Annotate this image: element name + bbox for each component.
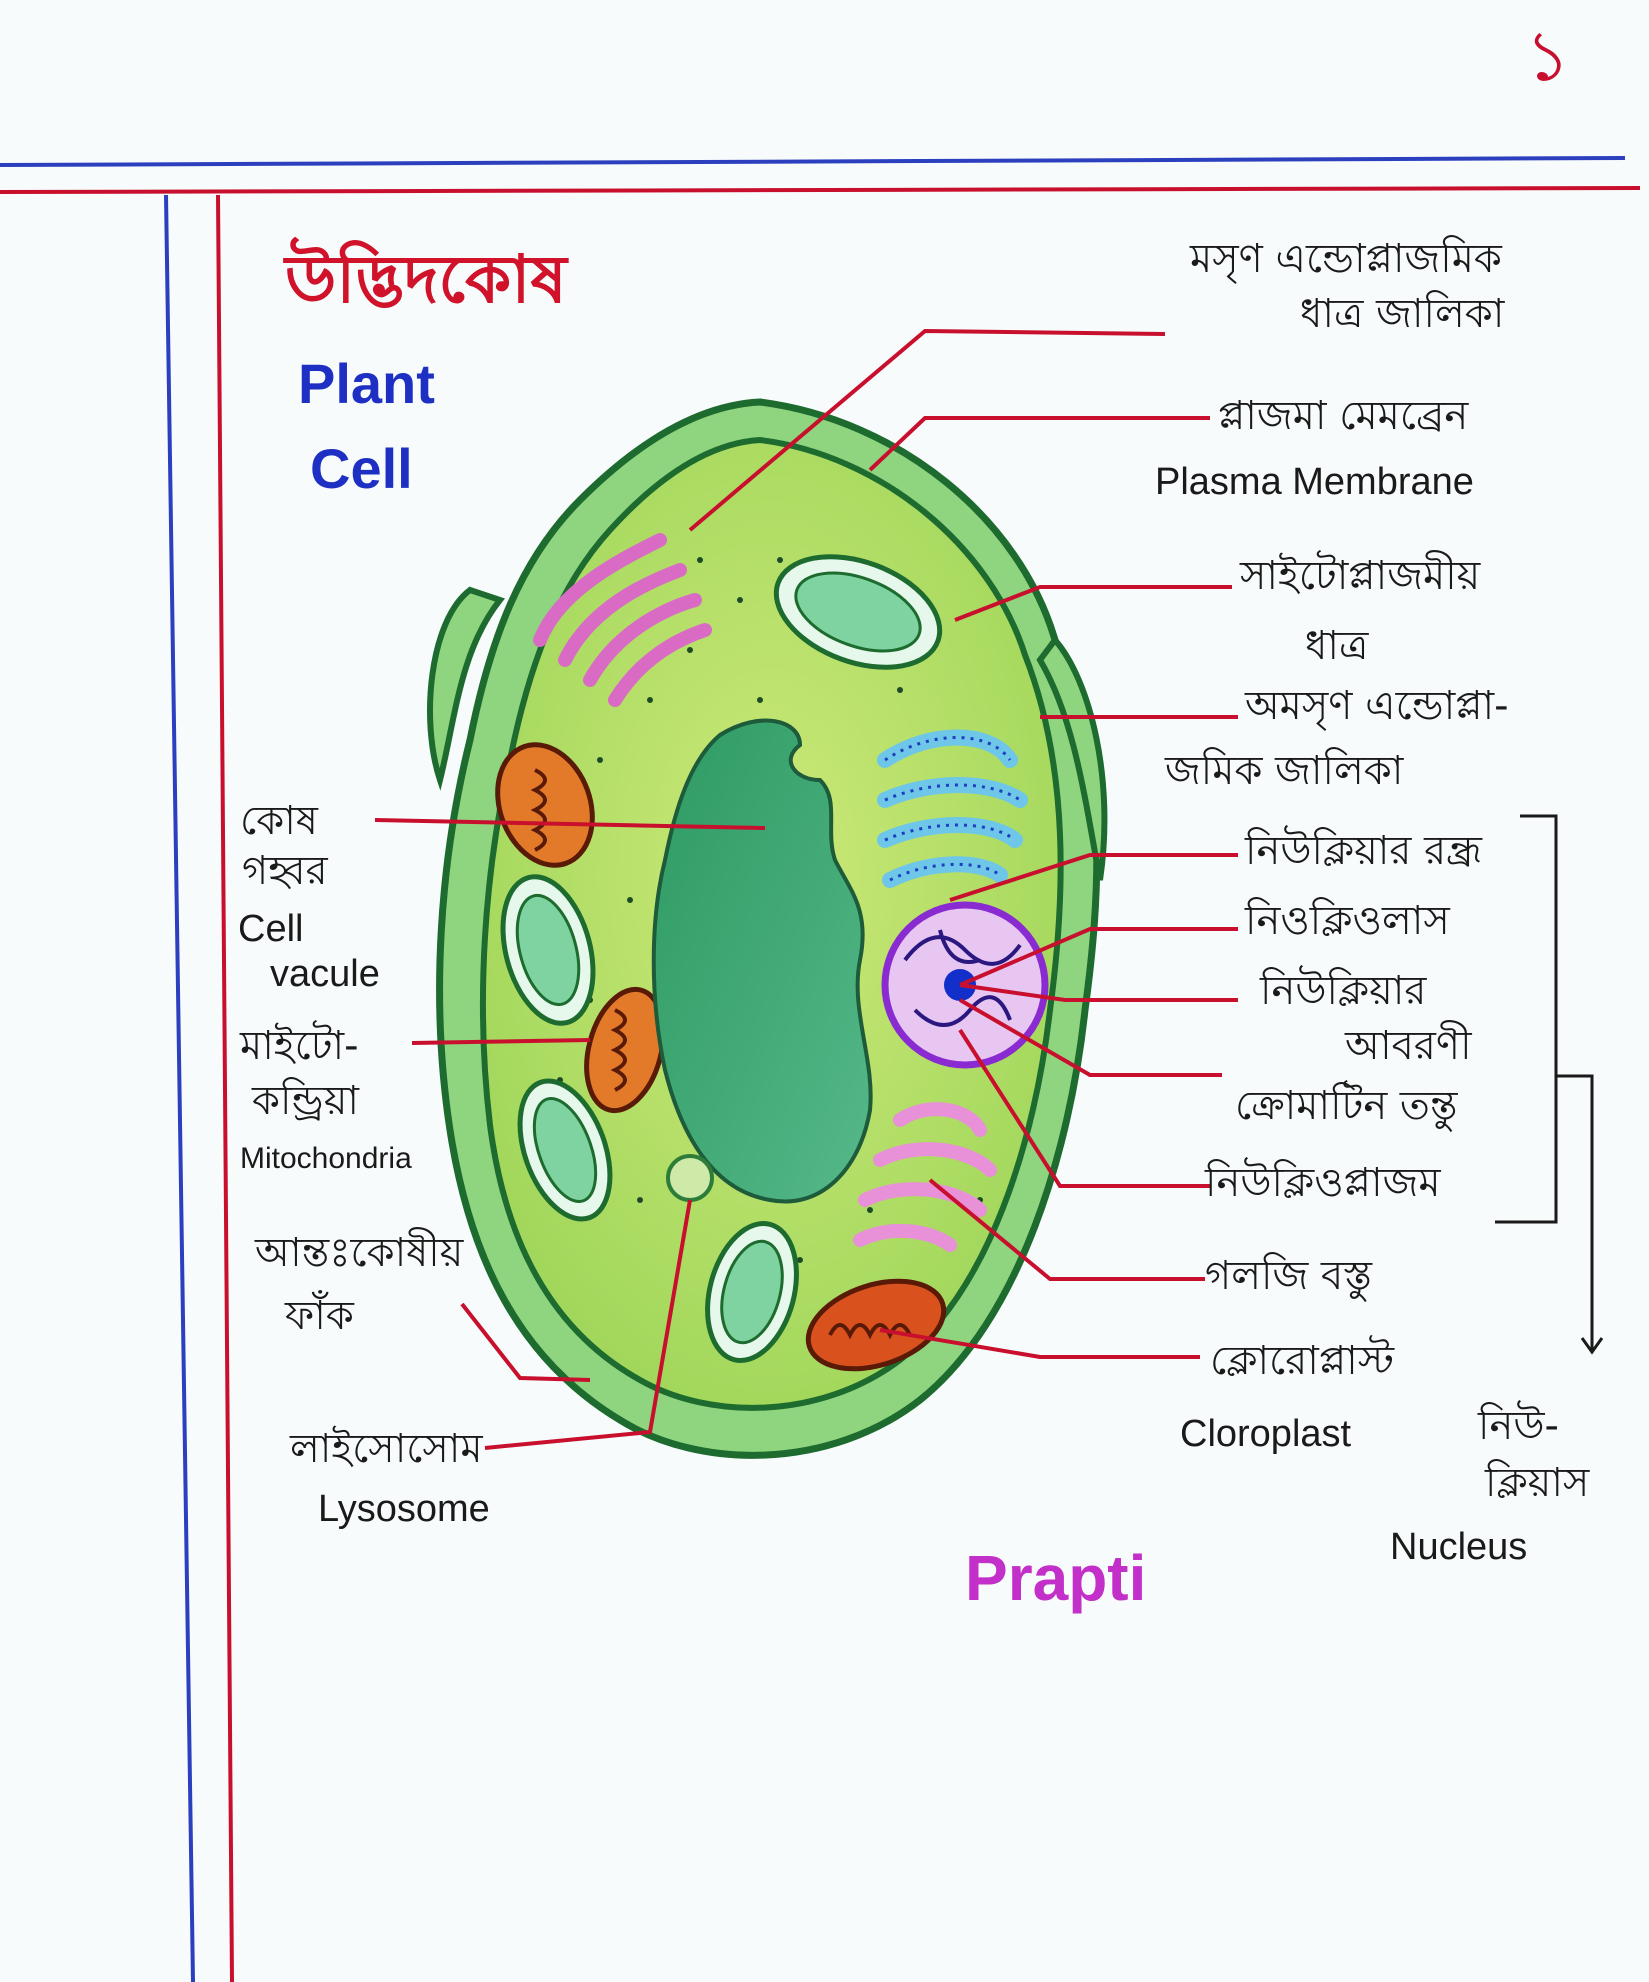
title-bengali: উদ্ভিদকোষ xyxy=(285,241,567,318)
mitochondrion-2 xyxy=(584,986,666,1114)
page-number: ১ xyxy=(1525,15,1571,97)
label-nucleus-line2: ক্লিয়াস xyxy=(1485,1460,1590,1506)
label-nucleus-en: Nucleus xyxy=(1390,1526,1528,1568)
label-nucleus-line1: নিউ- xyxy=(1478,1403,1559,1449)
label-intercellular-line1: আন্তঃকোষীয় xyxy=(255,1230,464,1276)
label-nucleolus: নিওক্লিওলাস xyxy=(1245,898,1450,944)
mitochondrion-1 xyxy=(495,742,595,868)
top-blue-rule xyxy=(0,156,1626,167)
label-nuclear-envelope-line2: আবরণী xyxy=(1345,1023,1472,1069)
label-smooth-er-line1: মসৃণ এন্ডোপ্লাজমিক xyxy=(1190,236,1502,282)
label-cytoplasm-line1: সাইটোপ্লাজমীয় xyxy=(1240,553,1481,599)
label-mito-en: Mitochondria xyxy=(240,1142,412,1175)
label-rough-er-line2: জমিক জালিকা xyxy=(1165,748,1404,794)
chloroplast-bottom xyxy=(705,1221,799,1363)
label-chloroplast-bn: ক্লোরোপ্লাস্ট xyxy=(1210,1338,1395,1384)
nucleus-bracket xyxy=(1495,814,1604,1355)
chloroplast-left-1 xyxy=(500,874,596,1026)
label-plasma-membrane-bn: প্লাজমা মেমব্রেন xyxy=(1218,393,1469,439)
label-vacuole-bn-line1: কোষ xyxy=(240,798,318,844)
title-english-line2: Cell xyxy=(310,437,413,500)
label-chromatin: ক্রোমাটিন তন্তু xyxy=(1235,1083,1458,1129)
lysosome xyxy=(666,1154,714,1202)
mitochondrion-3 xyxy=(805,1278,947,1372)
label-intercellular-line2: ফাঁক xyxy=(285,1293,354,1339)
label-vacuole-en-line2: vacule xyxy=(270,953,380,995)
label-nucleoplasm: নিউক্লিওপ্লাজম xyxy=(1205,1160,1441,1206)
label-golgi: গলজি বস্তু xyxy=(1205,1253,1372,1299)
cell-vacuole xyxy=(651,718,873,1204)
label-mito-bn-line1: মাইটো- xyxy=(240,1023,359,1069)
chloroplast-top xyxy=(773,554,943,670)
left-blue-margin xyxy=(164,194,195,1982)
cell-wall-bulge-left xyxy=(427,586,506,791)
label-vacuole-en-line1: Cell xyxy=(238,908,304,950)
label-chloroplast-en: Cloroplast xyxy=(1180,1413,1352,1455)
golgi-body xyxy=(853,1102,997,1252)
rough-er-ribosomes xyxy=(884,736,1021,882)
top-red-rule xyxy=(0,186,1641,194)
smooth-er xyxy=(533,533,712,707)
title-english-line1: Plant xyxy=(298,352,435,415)
label-smooth-er-line2: ধাত্র জালিকা xyxy=(1300,291,1505,337)
label-cytoplasm-line2: ধাত্র xyxy=(1305,623,1369,669)
label-vacuole-bn-line2: গহ্বর xyxy=(242,848,328,894)
label-plasma-membrane-en: Plasma Membrane xyxy=(1155,461,1474,503)
label-nuclear-envelope-line1: নিউক্লিয়ার xyxy=(1260,968,1427,1014)
chloroplast-left-2 xyxy=(517,1078,613,1222)
label-mito-bn-line2: কন্ড্রিয়া xyxy=(252,1078,359,1124)
label-nuclear-pore: নিউক্লিয়ার রন্ধ্র xyxy=(1245,828,1482,874)
label-rough-er-line1: অমসৃণ এন্ডোপ্লা- xyxy=(1245,683,1509,729)
label-pointer-lines xyxy=(374,328,1238,1450)
label-lysosome-bn: লাইসোসোম xyxy=(290,1426,483,1472)
label-lysosome-en: Lysosome xyxy=(318,1488,490,1530)
left-red-margin xyxy=(216,194,234,1982)
signature: Prapti xyxy=(965,1542,1147,1614)
